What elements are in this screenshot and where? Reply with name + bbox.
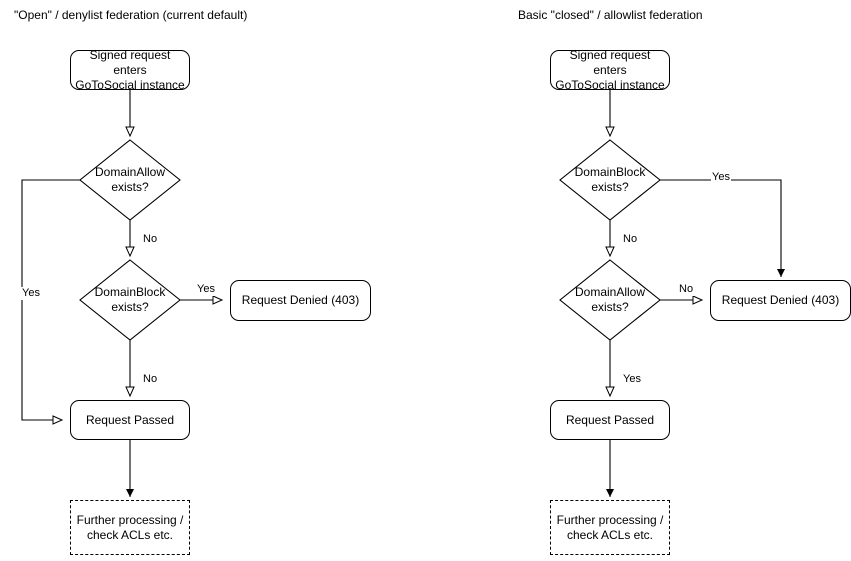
edge-block-yes-to-denied-right xyxy=(660,179,785,277)
node-decision-domainallow-right: DomainAllow exists? xyxy=(559,259,661,341)
node-entry-right-label: Signed request enters GoToSocial instanc… xyxy=(555,47,665,92)
diamond-shape xyxy=(79,259,181,341)
edge-allow-yes-to-passed-left xyxy=(21,179,80,425)
node-decision-domainblock-right: DomainBlock exists? xyxy=(559,139,661,221)
node-further-processing-left-label: Further processing / check ACLs etc. xyxy=(76,512,184,542)
edge-label-block-yes-right: Yes xyxy=(711,171,731,184)
edge-label-allow-yes-right: Yes xyxy=(622,373,642,386)
node-decision-domainallow-left: DomainAllow exists? xyxy=(79,139,181,221)
diagram-title-open-denylist: "Open" / denylist federation (current de… xyxy=(14,8,248,22)
edge-label-block-no-left: No xyxy=(142,373,159,386)
node-request-denied-right: Request Denied (403) xyxy=(710,280,851,321)
node-request-passed-right: Request Passed xyxy=(550,400,670,440)
diagram-title-closed-allowlist: Basic "closed" / allowlist federation xyxy=(518,8,703,22)
node-decision-domainblock-right-label: DomainBlock exists? xyxy=(574,165,646,194)
edge-label-block-yes-left: Yes xyxy=(196,283,216,296)
edge-label-allow-no-right: No xyxy=(678,283,695,296)
node-decision-domainallow-right-label: DomainAllow exists? xyxy=(574,285,646,314)
node-decision-domainblock-left: DomainBlock exists? xyxy=(79,259,181,341)
node-further-processing-right: Further processing / check ACLs etc. xyxy=(550,500,670,555)
node-request-denied-right-label: Request Denied (403) xyxy=(721,293,840,307)
node-entry-left: Signed request enters GoToSocial instanc… xyxy=(70,47,190,92)
edge-label-block-no-right: No xyxy=(622,233,639,246)
node-request-passed-right-label: Request Passed xyxy=(565,412,655,427)
node-request-denied-left-label: Request Denied (403) xyxy=(241,293,360,307)
node-entry-left-label: Signed request enters GoToSocial instanc… xyxy=(75,47,185,92)
node-further-processing-left: Further processing / check ACLs etc. xyxy=(70,500,190,555)
node-entry-right: Signed request enters GoToSocial instanc… xyxy=(550,47,670,92)
diamond-shape xyxy=(559,259,661,341)
diamond-shape xyxy=(79,139,181,221)
edge-label-allow-no-left: No xyxy=(142,233,159,246)
node-further-processing-right-label: Further processing / check ACLs etc. xyxy=(556,512,664,542)
edge-label-allow-yes-left: Yes xyxy=(21,287,41,300)
node-request-passed-left-label: Request Passed xyxy=(85,412,175,427)
node-decision-domainblock-left-label: DomainBlock exists? xyxy=(94,285,166,314)
node-decision-domainallow-left-label: DomainAllow exists? xyxy=(94,165,166,194)
diamond-shape xyxy=(559,139,661,221)
node-request-denied-left: Request Denied (403) xyxy=(230,280,371,321)
node-request-passed-left: Request Passed xyxy=(70,400,190,440)
